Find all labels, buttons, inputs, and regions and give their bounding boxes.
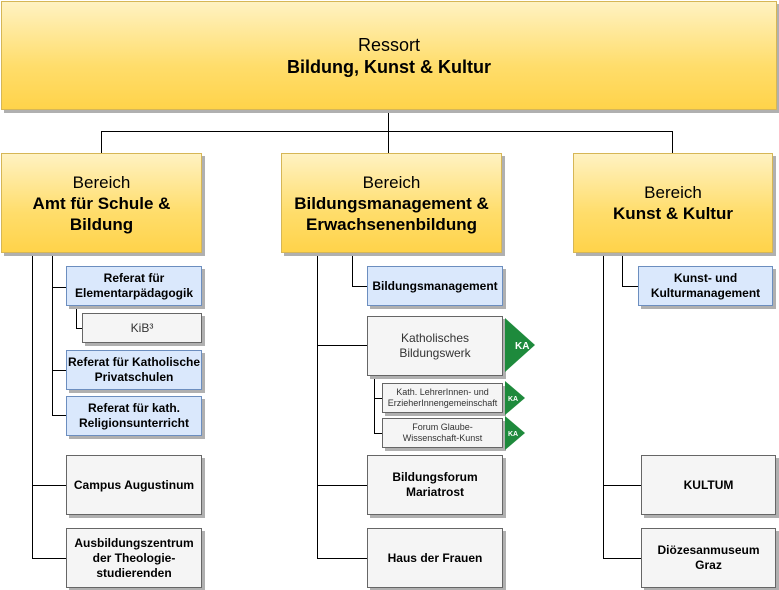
bildungsmanagement-label: Bildungsmanagement xyxy=(372,278,498,293)
bereich-title: Bildungsmanagement & xyxy=(294,193,489,213)
museum-line1: Diözesanmuseum xyxy=(657,543,760,557)
ressort-label: Ressort xyxy=(357,34,420,55)
bereich-label: Bereich xyxy=(72,172,131,192)
bereich-label: Bereich xyxy=(362,172,421,192)
kunstmgmt-line2: Kulturmanagement xyxy=(650,286,761,300)
ausbildungszentrum-box: Ausbildungszentrum der Theologie- studie… xyxy=(66,528,202,588)
museum-line2: Graz xyxy=(695,558,722,572)
haus-der-frauen-label: Haus der Frauen xyxy=(387,550,483,565)
referat-religion-box: Referat für kath. Religionsunterricht xyxy=(66,396,202,436)
forum-box: Forum Glaube- Wissenschaft-Kunst xyxy=(382,418,503,448)
kbw-line2: Bildungswerk xyxy=(399,346,471,360)
kib-label: KiB³ xyxy=(130,320,154,335)
kbw-line1: Katholisches xyxy=(400,331,470,345)
haus-der-frauen-box: Haus der Frauen xyxy=(367,528,503,588)
kunst-kulturmanagement-box: Kunst- und Kulturmanagement xyxy=(638,266,773,306)
referat-religion-line1: Referat für kath. xyxy=(87,401,181,415)
referat-privatschulen-box: Referat für Katholische Privatschulen xyxy=(66,350,202,390)
referat-privatschulen-line1: Referat für Katholische xyxy=(67,355,201,369)
kunstmgmt-line1: Kunst- und xyxy=(673,271,738,285)
bereich-title-2: Erwachsenenbildung xyxy=(306,214,477,234)
dioezesanmuseum-box: Diözesanmuseum Graz xyxy=(641,528,776,588)
bereich-kunst-box: Bereich Kunst & Kultur xyxy=(573,153,773,253)
ausbildungszentrum-line1: Ausbildungszentrum xyxy=(74,535,194,550)
referat-elementar-line2: Elementarpädagogik xyxy=(74,286,194,300)
lehrerinnen-line2: ErzieherInnengemeinschaft xyxy=(387,398,498,408)
ressort-title: Bildung, Kunst & Kultur xyxy=(287,56,491,77)
ausbildungszentrum-line2: der Theologie- xyxy=(92,550,176,565)
lehrerinnen-box: Kath. LehrerInnen- und ErzieherInnengeme… xyxy=(382,383,503,413)
referat-elementar-line1: Referat für xyxy=(103,271,165,285)
ka-logo-icon: KA xyxy=(505,416,525,450)
ka-logo-icon: KA xyxy=(505,318,535,372)
ausbildungszentrum-line3: studierenden xyxy=(96,565,172,580)
kib-box: KiB³ xyxy=(82,313,202,343)
kultum-label: KULTUM xyxy=(683,477,734,492)
referat-privatschulen-line2: Privatschulen xyxy=(94,370,174,384)
campus-augustinum-label: Campus Augustinum xyxy=(73,477,195,492)
lehrerinnen-line1: Kath. LehrerInnen- und xyxy=(396,387,489,397)
bildungsforum-mariatrost-box: Bildungsforum Mariatrost xyxy=(367,455,503,515)
forum-line2: Wissenschaft-Kunst xyxy=(402,433,483,443)
bereich-title-2: Bildung xyxy=(69,214,134,234)
mariatrost-line2: Mariatrost xyxy=(405,485,464,499)
referat-elementar-box: Referat für Elementarpädagogik xyxy=(66,266,202,306)
ka-logo-text: KA xyxy=(508,396,518,403)
kultum-box: KULTUM xyxy=(641,455,776,515)
ka-logo-text: KA xyxy=(515,341,529,352)
bereich-title: Amt für Schule & xyxy=(32,193,171,213)
bereich-title: Kunst & Kultur xyxy=(613,204,733,223)
forum-line1: Forum Glaube- xyxy=(412,422,473,432)
referat-religion-line2: Religionsunterricht xyxy=(78,416,189,430)
campus-augustinum-box: Campus Augustinum xyxy=(66,455,202,515)
ka-logo-icon: KA xyxy=(505,381,525,415)
bereich-label: Bereich xyxy=(644,183,702,202)
ressort-box: Ressort Bildung, Kunst & Kultur xyxy=(1,1,777,110)
bereich-schule-box: Bereich Amt für Schule & Bildung xyxy=(1,153,202,253)
bereich-bildungsmanagement-box: Bereich Bildungsmanagement & Erwachsenen… xyxy=(281,153,502,253)
katholisches-bildungswerk-box: Katholisches Bildungswerk xyxy=(367,316,503,376)
ka-logo-text: KA xyxy=(508,431,518,438)
bildungsmanagement-box: Bildungsmanagement xyxy=(367,266,503,306)
mariatrost-line1: Bildungsforum xyxy=(392,470,478,484)
